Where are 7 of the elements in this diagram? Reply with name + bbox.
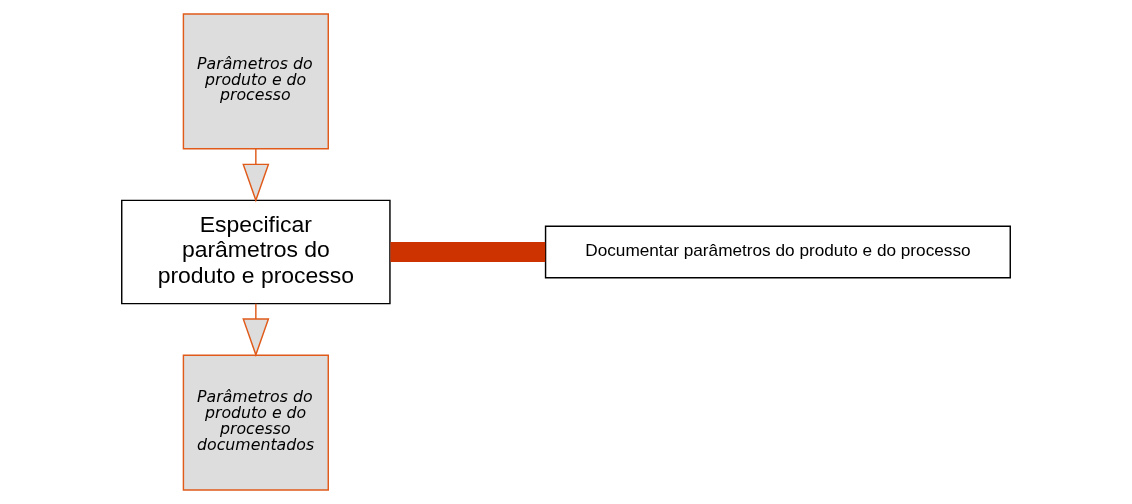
node-box: Parâmetros do produto e do processo [182,13,329,150]
node-box: Documentar parâmetros do produto e do processo [544,225,1011,279]
node-box: Parâmetros do produto e do processo documentados [182,354,329,491]
connector [390,241,546,263]
arrow [242,303,270,357]
node-box: Especificar parâmetros do produto e processo [121,199,391,305]
arrow [242,148,270,203]
